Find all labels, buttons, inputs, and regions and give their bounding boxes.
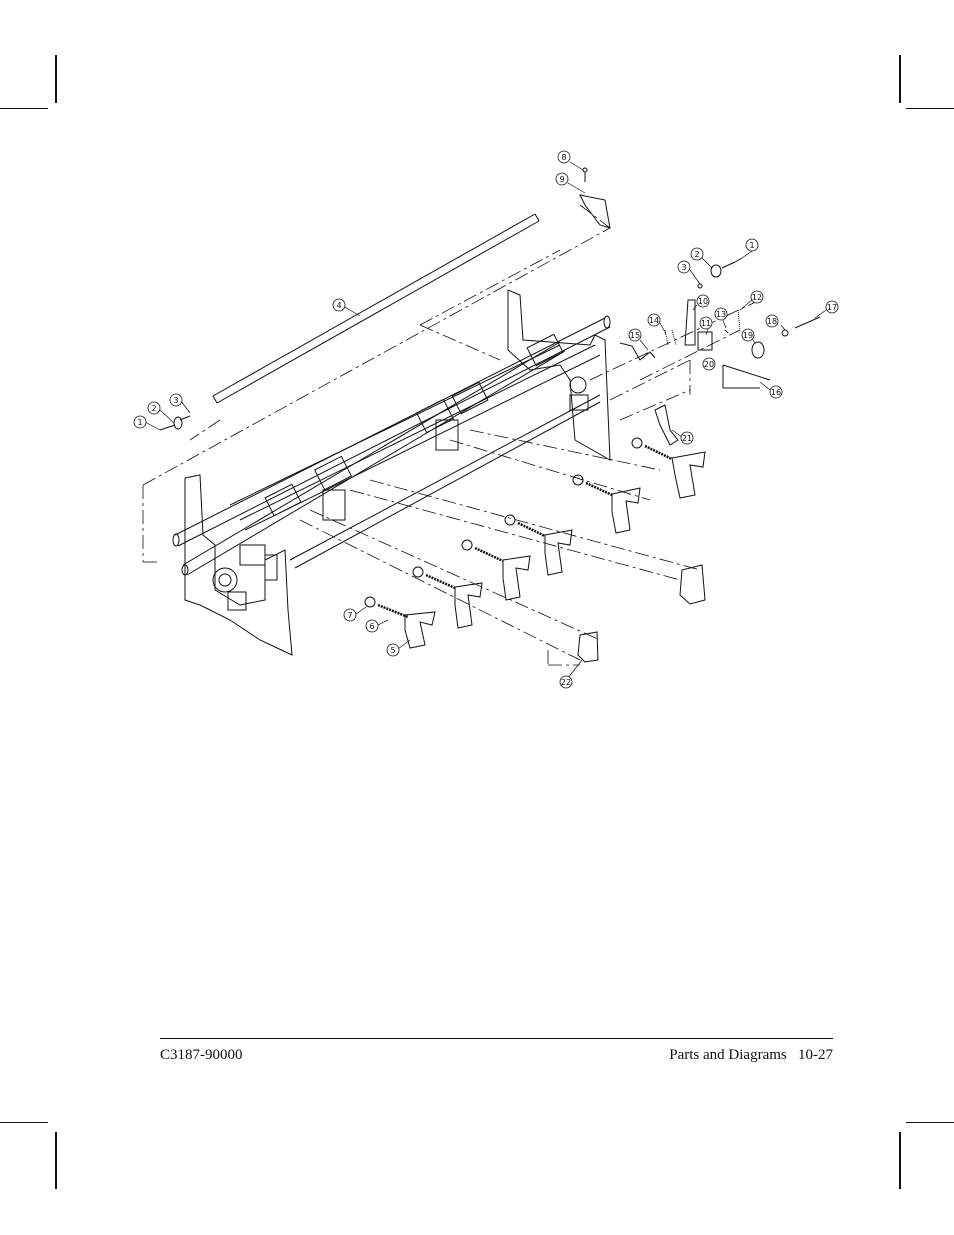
callout-11: 11 xyxy=(699,316,713,330)
callout-14: 14 xyxy=(647,313,661,327)
callout-8-label: 8 xyxy=(561,153,566,162)
callout-15: 15 xyxy=(628,328,642,342)
long-shaft xyxy=(212,213,540,404)
crop-mark-top-right-vertical xyxy=(899,55,901,103)
callout-1b: 1 xyxy=(745,238,759,252)
section-title: Parts and Diagrams xyxy=(669,1047,787,1063)
leader-lines xyxy=(144,161,827,679)
callout-1a: 1 xyxy=(133,415,147,429)
small-parts xyxy=(159,167,821,663)
callout-2b-label: 2 xyxy=(694,250,699,259)
callout-1a-label: 1 xyxy=(137,418,142,427)
callout-21-label: 21 xyxy=(682,434,692,443)
callout-20: 20 xyxy=(702,357,716,371)
callout-18: 18 xyxy=(765,314,779,328)
callout-7-label: 7 xyxy=(347,611,352,620)
callout-10-label: 10 xyxy=(698,297,708,306)
crop-mark-top-left-vertical xyxy=(55,55,57,103)
callout-7: 7 xyxy=(343,608,357,622)
callout-9: 9 xyxy=(555,172,569,186)
callout-14-label: 14 xyxy=(649,316,659,325)
document-number: C3187-90000 xyxy=(160,1047,243,1063)
callout-6: 6 xyxy=(365,619,379,633)
callout-8: 8 xyxy=(557,150,571,164)
crop-mark-top-left-horizontal xyxy=(0,108,48,109)
crop-mark-top-right-horizontal xyxy=(906,108,954,109)
callout-4: 4 xyxy=(332,298,346,312)
crop-mark-bottom-right-vertical xyxy=(899,1132,901,1189)
callout-17-label: 17 xyxy=(827,303,837,312)
callout-18-label: 18 xyxy=(767,317,777,326)
callout-2b: 2 xyxy=(690,247,704,261)
callout-19: 19 xyxy=(741,328,755,342)
callout-2a-label: 2 xyxy=(151,404,156,413)
callout-3a: 3 xyxy=(169,393,183,407)
carriages xyxy=(264,333,564,521)
main-rails xyxy=(172,315,611,576)
callout-13: 13 xyxy=(714,307,728,321)
crop-mark-bottom-left-horizontal xyxy=(0,1122,48,1123)
callout-20-label: 20 xyxy=(704,360,714,369)
callout-12: 12 xyxy=(750,290,764,304)
callout-19-label: 19 xyxy=(743,331,753,340)
exploded-parts-diagram: 1 2 3 1 2 3 4 5 6 7 8 9 10 11 12 13 14 1… xyxy=(133,150,839,689)
spring-guide-assemblies xyxy=(364,437,706,649)
callout-1b-label: 1 xyxy=(749,241,754,250)
callout-3b: 3 xyxy=(677,260,691,274)
callout-22: 22 xyxy=(559,675,573,689)
callout-2a: 2 xyxy=(147,401,161,415)
diagram-linework xyxy=(142,161,827,679)
callout-22-label: 22 xyxy=(561,678,571,687)
callout-9-label: 9 xyxy=(559,175,564,184)
crop-mark-bottom-right-horizontal xyxy=(906,1122,954,1123)
callout-5: 5 xyxy=(386,643,400,657)
callout-10: 10 xyxy=(696,294,710,308)
callout-6-label: 6 xyxy=(369,622,374,631)
callout-17: 17 xyxy=(825,300,839,314)
crop-mark-bottom-left-vertical xyxy=(55,1132,57,1189)
callout-13-label: 13 xyxy=(716,310,726,319)
callout-15-label: 15 xyxy=(630,331,640,340)
callout-16: 16 xyxy=(769,385,783,399)
callout-11-label: 11 xyxy=(701,319,711,328)
page-footer-right: Parts and Diagrams 10-27 xyxy=(669,1047,833,1064)
callout-12-label: 12 xyxy=(752,293,762,302)
callout-3a-label: 3 xyxy=(173,396,178,405)
callout-3b-label: 3 xyxy=(681,263,686,272)
callout-4-label: 4 xyxy=(336,301,341,310)
callouts: 1 2 3 1 2 3 4 5 6 7 8 9 10 11 12 13 14 1… xyxy=(133,150,839,689)
callout-16-label: 16 xyxy=(771,388,781,397)
left-side-plate xyxy=(184,474,293,656)
right-side-plate xyxy=(507,289,611,461)
page-number: 10-27 xyxy=(798,1047,833,1063)
footer-rule xyxy=(160,1038,833,1039)
callout-5-label: 5 xyxy=(390,646,395,655)
explode-lines xyxy=(142,204,761,666)
callout-21: 21 xyxy=(680,431,694,445)
